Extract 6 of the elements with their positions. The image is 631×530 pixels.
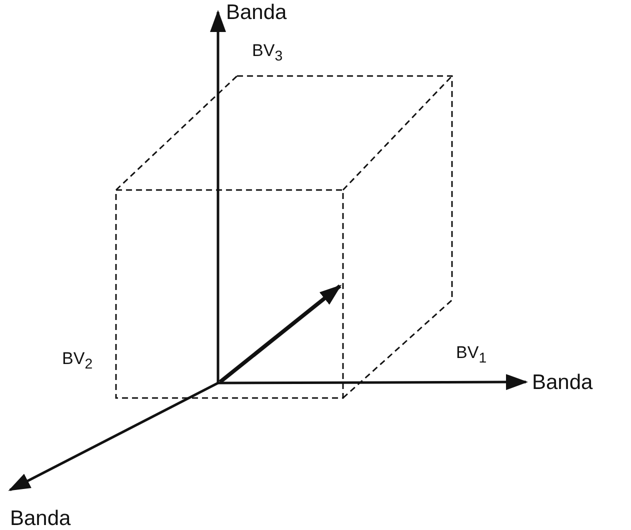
component-label: BV$_{3}$ <box>252 42 283 64</box>
axis-label: Banda <box>226 2 287 23</box>
component-label: BV$_{1}$ <box>456 344 487 366</box>
axis-label: Banda <box>532 372 593 393</box>
component-label: BV$_{2}$ <box>62 350 93 372</box>
axis-label: Banda <box>10 508 71 529</box>
